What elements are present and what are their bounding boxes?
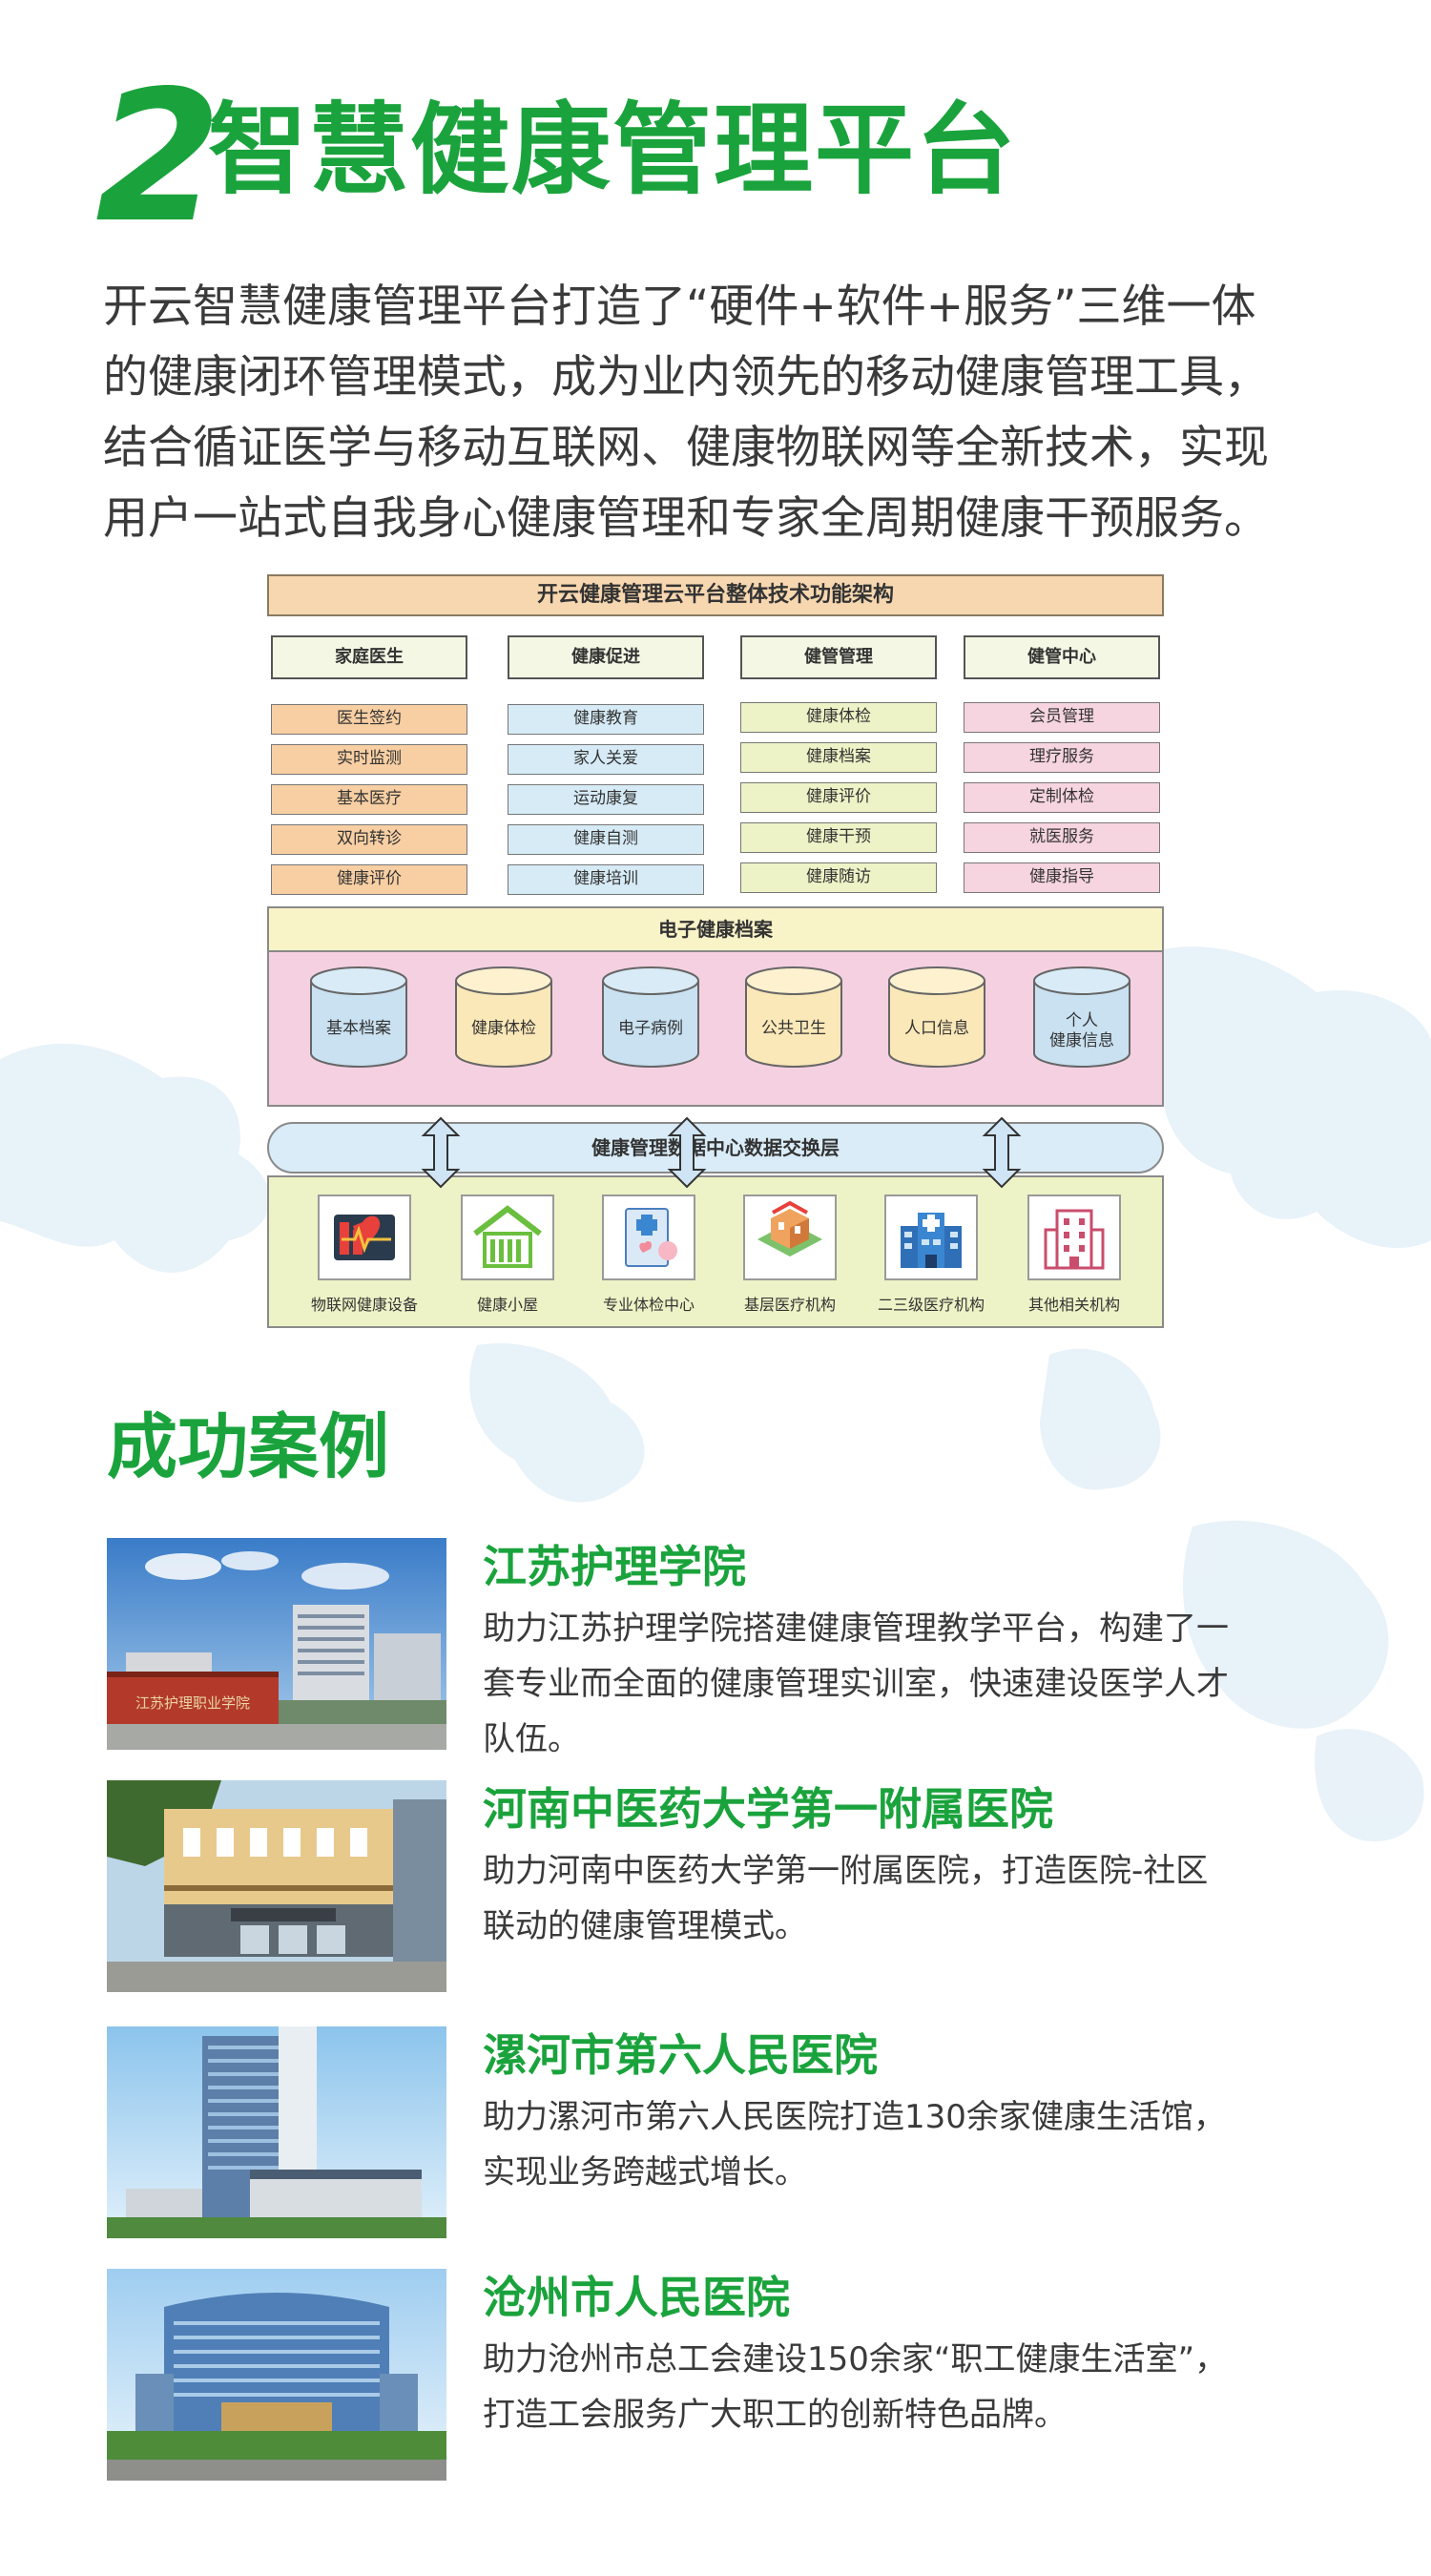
- database-cylinder: 健康体检: [454, 966, 553, 1069]
- institution-label: 物联网健康设备: [310, 1296, 418, 1314]
- cases-title: 成功案例: [107, 1406, 389, 1488]
- institution-label: 健康小屋: [476, 1296, 538, 1314]
- case-description: 助力河南中医药大学第一附属医院，打造医院-社区 联动的健康管理模式。: [483, 1843, 1431, 1954]
- category-header: 健管中心: [964, 635, 1160, 679]
- intro-line: 用户一站式自我身心健康管理和专家全周期健康干预服务。: [103, 492, 1269, 545]
- case-description: 助力漯河市第六人民医院打造130余家健康生活馆， 实现业务跨越式增长。: [483, 2089, 1431, 2200]
- intro-line: 结合循证医学与移动互联网、健康物联网等全新技术，实现: [103, 422, 1269, 474]
- institution-item: 健康小屋: [450, 1195, 565, 1315]
- institution-item: 专业体检中心: [591, 1195, 706, 1315]
- case-title: 河南中医药大学第一附属医院: [483, 1783, 1053, 1835]
- case-photo: [107, 1780, 446, 1992]
- case-desc-line: 助力江苏护理学院搭建健康管理教学平台，构建了一: [483, 1610, 1229, 1648]
- institution-label: 其他相关机构: [1027, 1296, 1120, 1314]
- intro-line: 开云智慧健康管理平台打造了“硬件+软件+服务”三维一体: [103, 280, 1256, 333]
- case-desc-line: 联动的健康管理模式。: [483, 1907, 807, 1945]
- function-item: 健康评价: [740, 782, 937, 813]
- case-title: 漯河市第六人民医院: [483, 2029, 878, 2081]
- architecture-title: 开云健康管理云平台整体技术功能架构: [267, 574, 1164, 616]
- database-cylinder: 人口信息: [887, 966, 986, 1069]
- function-item: 运动康复: [508, 784, 704, 815]
- case-description: 助力江苏护理学院搭建健康管理教学平台，构建了一 套专业而全面的健康管理实训室，快…: [483, 1601, 1431, 1767]
- function-item: 会员管理: [964, 702, 1160, 733]
- cylinder-label: 健康体检: [471, 1019, 536, 1038]
- function-item: 基本医疗: [271, 784, 467, 815]
- page-title: 智慧健康管理平台: [208, 92, 1018, 208]
- database-cylinder: 基本档案: [309, 966, 408, 1069]
- function-item: 健康干预: [740, 822, 937, 853]
- intro-line: 的健康闭环管理模式，成为业内领先的移动健康管理工具，: [103, 351, 1269, 404]
- function-item: 健康培训: [508, 864, 704, 895]
- case-card: 江苏护理职业学院 江苏护理学院 助力江苏护理学院搭建健康管理教学平台，构建了一 …: [107, 1538, 1347, 1758]
- function-item: 健康体检: [740, 702, 937, 733]
- function-item: 健康指导: [964, 862, 1160, 893]
- cylinder-label: 基本档案: [326, 1019, 391, 1038]
- intro-paragraph: 开云智慧健康管理平台打造了“硬件+软件+服务”三维一体 的健康闭环管理模式，成为…: [103, 272, 1343, 554]
- cylinder-label: 人口信息: [904, 1019, 969, 1038]
- function-item: 医生签约: [271, 704, 467, 735]
- category-header: 健康促进: [508, 635, 704, 679]
- section-number: 2: [95, 52, 221, 262]
- function-item: 理疗服务: [964, 742, 1160, 773]
- institution-item: 基层医疗机构: [733, 1195, 847, 1315]
- double-arrow-icon: [421, 1116, 461, 1189]
- medical-exam-icon: [602, 1195, 695, 1280]
- function-item: 健康评价: [271, 864, 467, 895]
- gate-sign-text: 江苏护理职业学院: [135, 1694, 250, 1712]
- case-card: 河南中医药大学第一附属医院 助力河南中医药大学第一附属医院，打造医院-社区 联动…: [107, 1780, 1347, 2000]
- case-title: 江苏护理学院: [483, 1541, 746, 1592]
- function-item: 双向转诊: [271, 824, 467, 855]
- double-arrow-icon: [667, 1116, 707, 1189]
- case-photo: [107, 2269, 446, 2481]
- case-desc-line: 打造工会服务广大职工的创新特色品牌。: [483, 2396, 1067, 2434]
- cylinder-label: 个人 健康信息: [1049, 1011, 1114, 1050]
- institution-item: 二三级医疗机构: [874, 1195, 988, 1315]
- database-cylinder: 电子病例: [601, 966, 700, 1069]
- case-desc-line: 套专业而全面的健康管理实训室，快速建设医学人才: [483, 1665, 1229, 1703]
- function-item: 健康档案: [740, 742, 937, 773]
- case-card: 漯河市第六人民医院 助力漯河市第六人民医院打造130余家健康生活馆， 实现业务跨…: [107, 2026, 1347, 2246]
- data-exchange-layer: 健康管理数据中心数据交换层: [267, 1122, 1164, 1174]
- case-desc-line: 助力漯河市第六人民医院打造130余家健康生活馆，: [483, 2098, 1226, 2136]
- case-desc-line: 助力沧州市总工会建设150余家“职工健康生活室”，: [483, 2340, 1228, 2379]
- institution-label: 专业体检中心: [602, 1296, 695, 1314]
- category-header: 健管管理: [740, 635, 937, 679]
- architecture-diagram: 开云健康管理云平台整体技术功能架构 家庭医生 健康促进 健管管理 健管中心 医生…: [267, 574, 1164, 1328]
- category-header: 家庭医生: [271, 635, 467, 679]
- institution-panel: [267, 1175, 1164, 1328]
- function-item: 健康教育: [508, 704, 704, 735]
- building-icon: [1027, 1195, 1121, 1280]
- database-cylinder: 个人 健康信息: [1032, 966, 1131, 1069]
- cylinder-label: 电子病例: [618, 1019, 683, 1038]
- database-cylinder: 公共卫生: [744, 966, 843, 1069]
- case-desc-line: 助力河南中医药大学第一附属医院，打造医院-社区: [483, 1852, 1209, 1890]
- case-desc-line: 队伍。: [483, 1720, 580, 1758]
- ehr-title: 电子健康档案: [267, 906, 1164, 952]
- clinic-building-icon: [743, 1195, 837, 1280]
- institution-label: 二三级医疗机构: [877, 1296, 985, 1314]
- case-card: 沧州市人民医院 助力沧州市总工会建设150余家“职工健康生活室”， 打造工会服务…: [107, 2269, 1347, 2488]
- institution-item: 物联网健康设备: [307, 1195, 422, 1315]
- function-item: 就医服务: [964, 822, 1160, 853]
- institution-item: 其他相关机构: [1017, 1195, 1131, 1315]
- function-item: 实时监测: [271, 744, 467, 775]
- case-photo: 江苏护理职业学院: [107, 1538, 446, 1750]
- function-item: 健康自测: [508, 824, 704, 855]
- function-item: 定制体检: [964, 782, 1160, 813]
- health-hut-icon: [461, 1195, 554, 1280]
- function-item: 家人关爱: [508, 744, 704, 775]
- case-desc-line: 实现业务跨越式增长。: [483, 2153, 807, 2192]
- function-item: 健康随访: [740, 862, 937, 893]
- institution-label: 基层医疗机构: [743, 1296, 836, 1314]
- case-description: 助力沧州市总工会建设150余家“职工健康生活室”， 打造工会服务广大职工的创新特…: [483, 2332, 1431, 2442]
- hospital-icon: [884, 1195, 978, 1280]
- cylinder-label: 公共卫生: [761, 1019, 826, 1038]
- iot-device-icon: [318, 1195, 411, 1280]
- double-arrow-icon: [982, 1116, 1022, 1189]
- case-title: 沧州市人民医院: [483, 2272, 790, 2323]
- case-photo: [107, 2026, 446, 2238]
